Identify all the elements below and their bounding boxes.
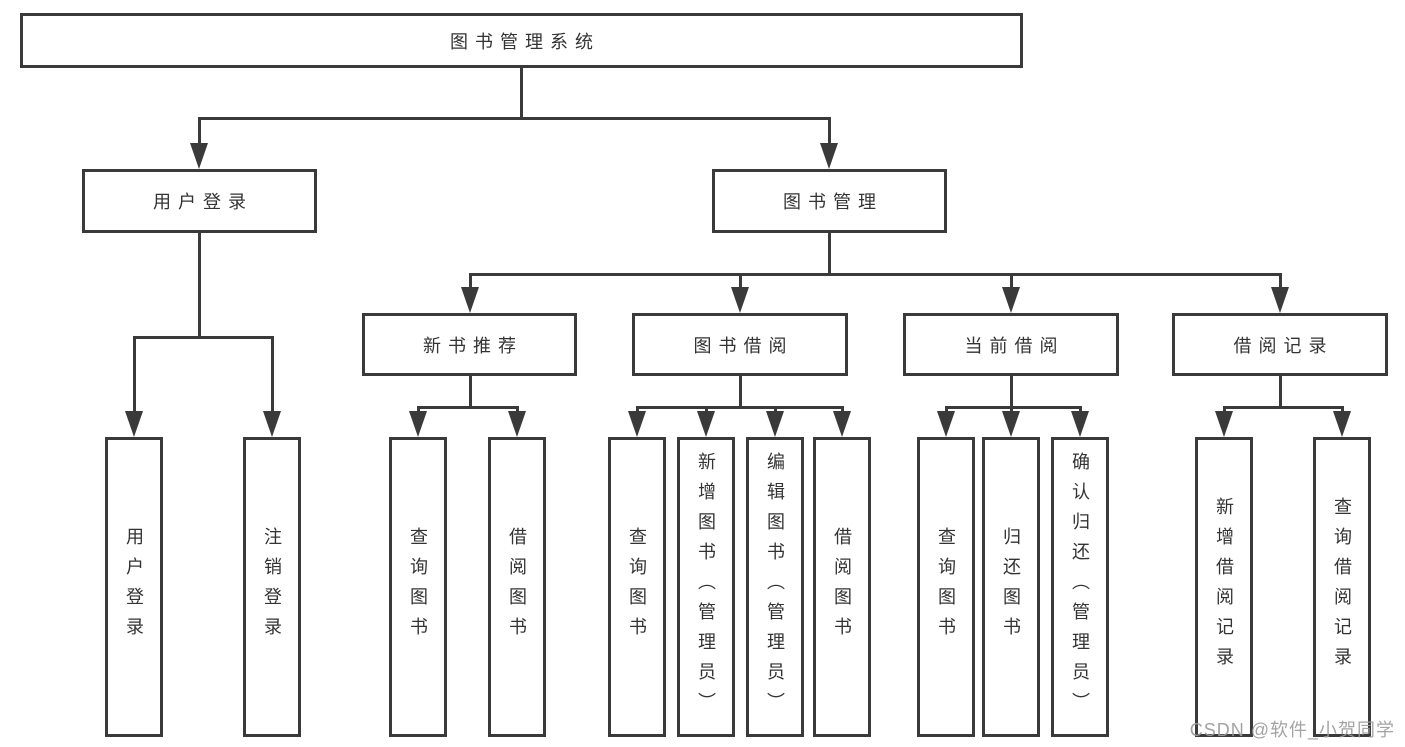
leaf-query-borrow-record: 查询借阅记录 [1313,437,1371,737]
leaf-confirm-return-admin: 确认归还（管理员） [1051,437,1109,737]
arrow-stem [469,273,472,297]
node-book-management: 图书管理 [712,169,947,233]
leaf-borrow-book: 借阅图书 [813,437,871,737]
leaf-query-book-recommend: 查询图书 [389,437,447,737]
node-root: 图书管理系统 [20,13,1023,68]
leaf-return-book: 归还图书 [982,437,1040,737]
down-arrowhead-icon [833,411,851,437]
node-current-borrow: 当前借阅 [903,313,1119,376]
connector-line-vertical [1279,376,1282,408]
down-arrowhead-icon [820,143,838,169]
connector-line-horizontal [133,336,273,339]
connector-line-vertical [828,233,831,275]
node-user-login: 用户登录 [82,169,317,233]
connector-line-vertical [1010,376,1013,408]
down-arrowhead-icon [263,411,281,437]
down-arrowhead-icon [1002,411,1020,437]
leaf-edit-book-admin: 编辑图书（管理员） [746,437,804,737]
down-arrowhead-icon [190,143,208,169]
arrow-stem [1010,273,1013,297]
connector-line-horizontal [1223,406,1343,409]
connector-line-horizontal [469,273,1282,276]
connector-line-horizontal [198,117,830,120]
connector-line-vertical [469,376,472,408]
arrow-stem [739,273,742,297]
down-arrowhead-icon [1002,287,1020,313]
down-arrowhead-icon [731,287,749,313]
arrow-stem [271,336,274,421]
down-arrowhead-icon [1215,411,1233,437]
down-arrowhead-icon [461,287,479,313]
down-arrowhead-icon [937,411,955,437]
arrow-stem [828,117,831,153]
leaf-logout: 注销登录 [243,437,301,737]
arrow-stem [198,117,201,153]
arrow-stem [133,336,136,421]
down-arrowhead-icon [1333,411,1351,437]
connector-line-horizontal [417,406,518,409]
csdn-watermark: CSDN @软件_小贺同学 [1189,720,1395,740]
down-arrowhead-icon [1271,287,1289,313]
leaf-query-book-current: 查询图书 [917,437,975,737]
down-arrowhead-icon [125,411,143,437]
leaf-add-book-admin: 新增图书（管理员） [677,437,735,737]
leaf-borrow-book-recommend: 借阅图书 [488,437,546,737]
leaf-add-borrow-record: 新增借阅记录 [1195,437,1253,737]
down-arrowhead-icon [766,411,784,437]
down-arrowhead-icon [697,411,715,437]
connector-line-vertical [198,233,201,338]
down-arrowhead-icon [1071,411,1089,437]
connector-line-horizontal [945,406,1081,409]
leaf-query-book-borrow: 查询图书 [608,437,666,737]
node-new-book-recommend: 新书推荐 [362,313,577,376]
connector-line-horizontal [636,406,843,409]
node-book-borrow: 图书借阅 [632,313,848,376]
down-arrowhead-icon [508,411,526,437]
connector-line-vertical [520,68,523,117]
down-arrowhead-icon [409,411,427,437]
connector-line-vertical [739,376,742,408]
leaf-user-login: 用户登录 [105,437,163,737]
arrow-stem [1279,273,1282,297]
down-arrowhead-icon [628,411,646,437]
node-borrow-records: 借阅记录 [1172,313,1388,376]
